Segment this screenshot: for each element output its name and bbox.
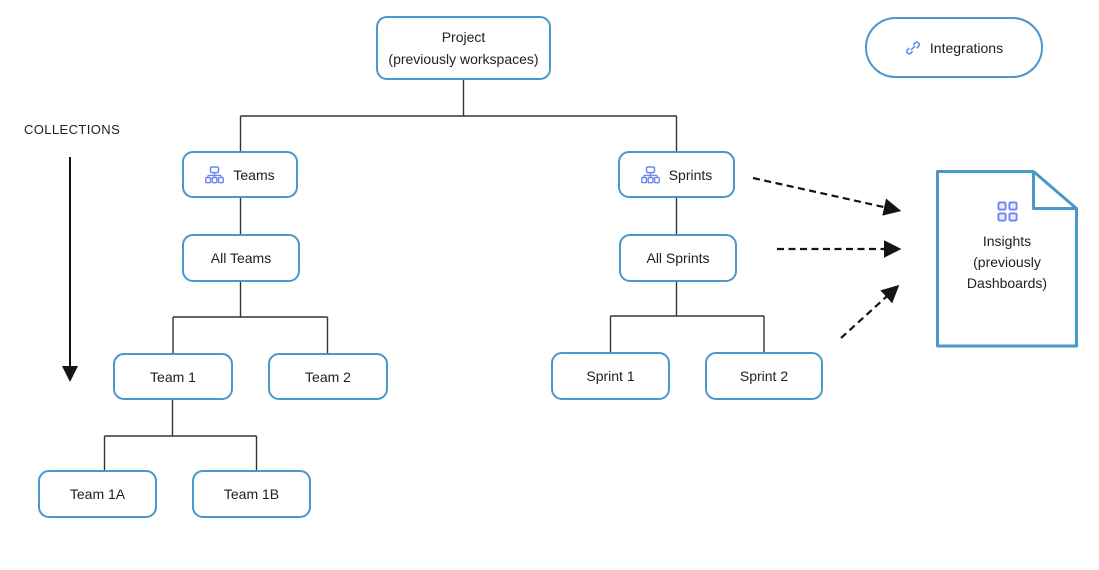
node-sprint-2: Sprint 2 — [705, 352, 823, 400]
node-team-2: Team 2 — [268, 353, 388, 400]
node-sprint-1-label: Sprint 1 — [586, 368, 635, 384]
node-all-sprints-label: All Sprints — [646, 250, 710, 266]
node-team-1-label: Team 1 — [150, 368, 196, 385]
insights-line2: (previously — [973, 254, 1041, 270]
node-integrations-label: Integrations — [929, 39, 1004, 56]
node-sprint-1: Sprint 1 — [551, 352, 670, 400]
node-project: Project (previously workspaces) — [376, 16, 551, 80]
tree-connectors — [103, 80, 765, 470]
node-sprints: Sprints — [618, 151, 735, 198]
node-project-line1: Project — [441, 28, 486, 45]
collections-label: COLLECTIONS — [24, 122, 121, 137]
node-all-teams-label: All Teams — [210, 250, 272, 266]
node-all-teams: All Teams — [182, 234, 300, 282]
insights-document-shape — [936, 170, 1078, 348]
grid-icon — [996, 201, 1018, 222]
insights-line1: Insights — [982, 233, 1032, 249]
node-team-1a-label: Team 1A — [69, 486, 126, 502]
org-chart-icon — [205, 165, 225, 184]
node-project-line2: (previously workspaces) — [388, 50, 539, 67]
node-team-1a: Team 1A — [38, 470, 157, 518]
node-sprint-2-label: Sprint 2 — [739, 368, 789, 384]
node-teams: Teams — [182, 151, 298, 198]
insights-document: Insights (previously Dashboards) — [936, 170, 1078, 348]
node-integrations: Integrations — [865, 17, 1043, 78]
node-teams-label: Teams — [233, 166, 275, 183]
link-icon — [905, 40, 921, 56]
node-all-sprints: All Sprints — [619, 234, 737, 282]
dashed-arrow-sprints-to-insights — [752, 176, 902, 216]
insights-line3: Dashboards) — [966, 275, 1048, 291]
node-team-1b-label: Team 1B — [223, 486, 280, 502]
org-chart-icon — [640, 165, 660, 184]
node-team-1b: Team 1B — [192, 470, 311, 518]
insights-text: Insights (previously Dashboards) — [967, 231, 1047, 294]
node-team-1: Team 1 — [113, 353, 233, 400]
node-team-2-label: Team 2 — [305, 368, 351, 385]
node-sprints-label: Sprints — [668, 166, 713, 183]
dashed-arrow-sprint2-to-insights — [840, 285, 900, 339]
